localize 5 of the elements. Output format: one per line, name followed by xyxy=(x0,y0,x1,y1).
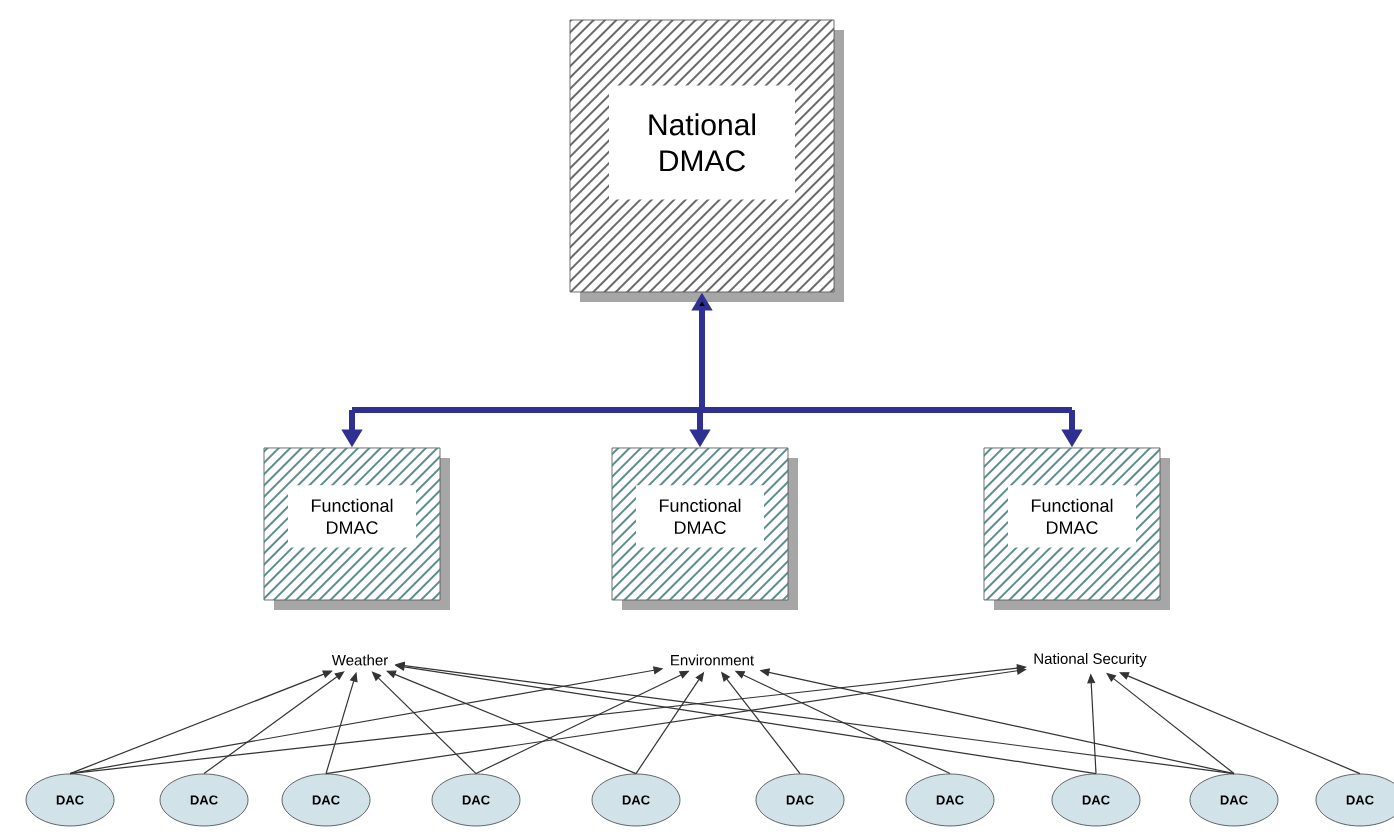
hatched-box: Functional DMAC xyxy=(263,447,450,610)
hatched-box: Functional DMAC xyxy=(983,447,1170,610)
arrow xyxy=(203,671,345,775)
hatched-box: National DMAC xyxy=(569,19,844,302)
hatched-box: Functional DMAC xyxy=(611,447,798,610)
